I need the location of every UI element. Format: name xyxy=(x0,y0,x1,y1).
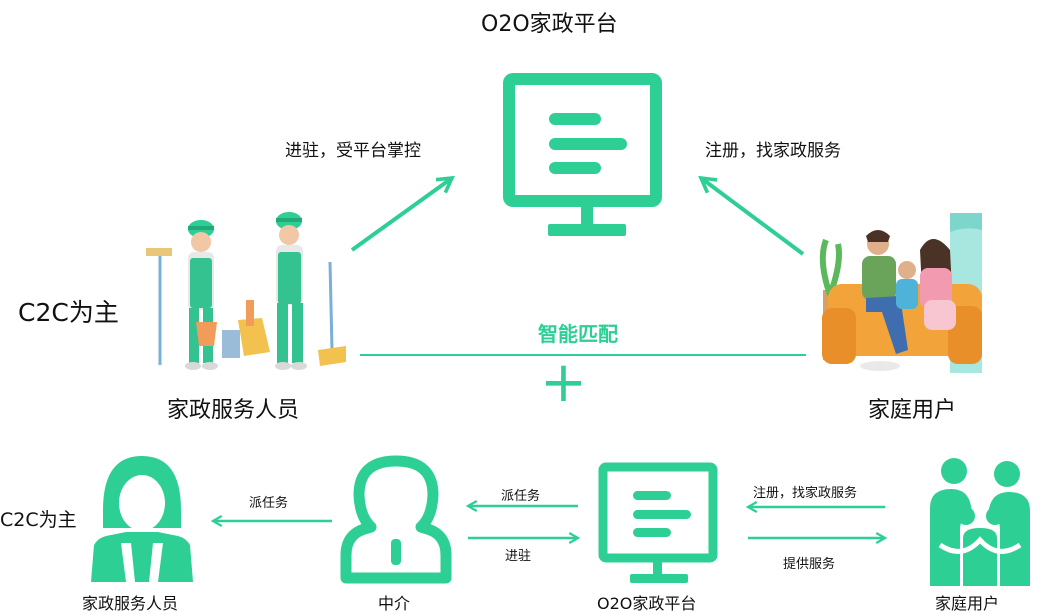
monitor-icon xyxy=(503,73,662,236)
monitor-icon-small xyxy=(598,462,718,583)
c2c-label-top: C2C为主 xyxy=(18,298,119,327)
family-on-sofa-illustration xyxy=(819,213,982,373)
agent-person-icon xyxy=(340,455,452,584)
c2c-label-bottom: C2C为主 xyxy=(0,509,77,531)
agent-label: 中介 xyxy=(378,594,411,613)
agent-top-arrow-label: 派任务 xyxy=(501,489,541,504)
assign-task-label: 派任务 xyxy=(249,496,289,511)
worker-label-bottom: 家政服务人员 xyxy=(82,594,179,613)
family-bottom-arrow-label: 提供服务 xyxy=(783,557,836,572)
woman-avatar-icon xyxy=(91,456,193,582)
family-label-top: 家庭用户 xyxy=(868,398,957,423)
center-link-label: 智能匹配 xyxy=(538,322,618,346)
worker-label-top: 家政服务人员 xyxy=(167,398,300,423)
left-arrow-label: 进驻，受平台掌控 xyxy=(285,141,421,161)
cleaning-staff-illustration xyxy=(146,212,346,370)
agent-bottom-arrow-label: 进驻 xyxy=(505,549,532,564)
page-title: O2O家政平台 xyxy=(481,12,618,37)
arrow-worker-to-platform xyxy=(350,175,455,252)
right-arrow-label: 注册，找家政服务 xyxy=(705,141,841,161)
family-label-bottom: 家庭用户 xyxy=(935,594,1000,613)
platform-label-bottom: O2O家政平台 xyxy=(597,594,697,613)
family-group-icon xyxy=(930,458,1030,586)
plus-symbol: + xyxy=(540,350,587,415)
family-top-arrow-label: 注册，找家政服务 xyxy=(753,486,858,501)
arrow-family-to-platform xyxy=(698,175,805,256)
